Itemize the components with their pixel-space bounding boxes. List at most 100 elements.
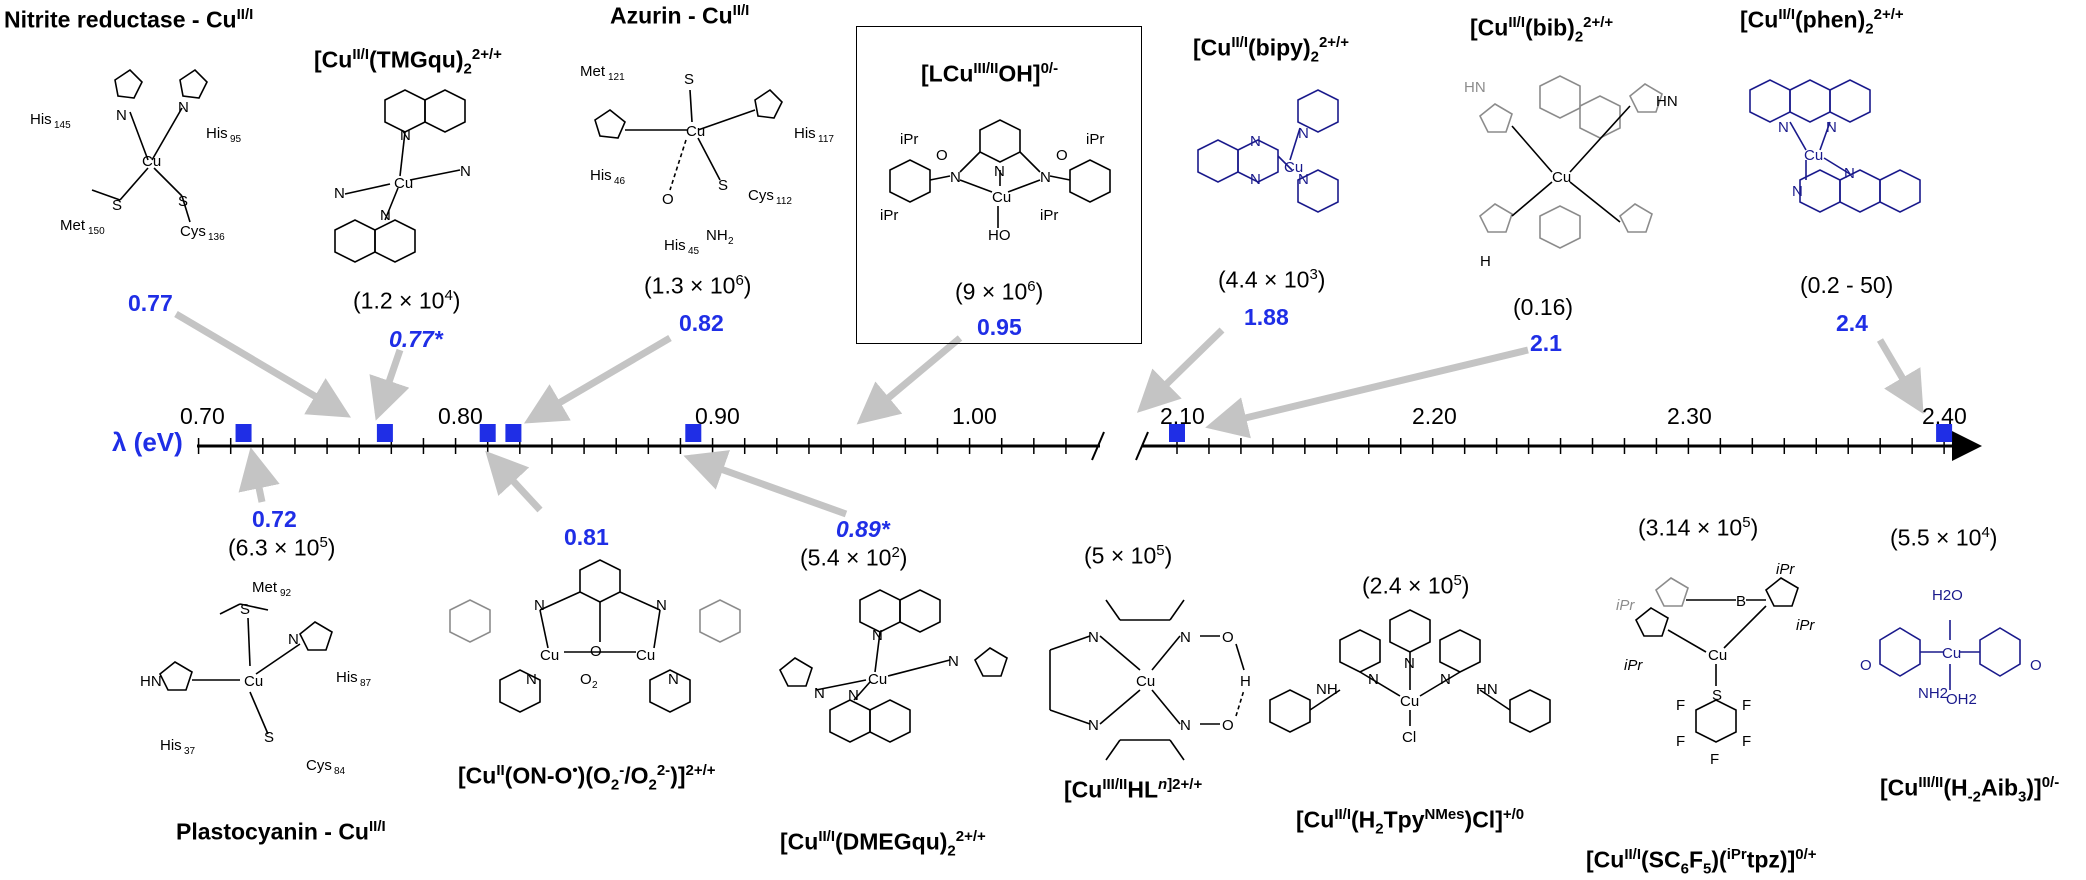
marker-0.82 xyxy=(505,424,522,442)
svg-text:His: His xyxy=(336,669,358,686)
svg-text:HN: HN xyxy=(1464,79,1486,96)
svg-text:Cu: Cu xyxy=(686,123,705,140)
svg-text:His: His xyxy=(590,167,612,184)
svg-text:N: N xyxy=(1180,629,1191,646)
svg-text:NH: NH xyxy=(706,227,728,244)
rate-tpy: (2.4 × 105) xyxy=(1362,572,1470,599)
svg-text:Cu: Cu xyxy=(1708,647,1727,664)
svg-text:N: N xyxy=(1180,717,1191,734)
svg-text:Cu: Cu xyxy=(868,671,887,688)
marker-2.1 xyxy=(1169,424,1185,442)
svg-text:H2O: H2O xyxy=(1932,587,1963,604)
svg-text:145: 145 xyxy=(54,120,71,131)
svg-text:O: O xyxy=(590,643,602,660)
lambda-lcuoh: 0.95 xyxy=(977,314,1022,340)
svg-text:84: 84 xyxy=(334,766,346,777)
svg-text:S: S xyxy=(112,197,122,214)
svg-text:F: F xyxy=(1742,733,1751,750)
tick-label-2.30: 2.30 xyxy=(1667,403,1712,429)
svg-text:N: N xyxy=(1298,171,1309,188)
arrow-nir xyxy=(174,310,352,418)
svg-text:F: F xyxy=(1676,733,1685,750)
arrow-phen xyxy=(1876,338,1924,415)
title-phen: [CuII/I(phen)22+/+ xyxy=(1740,6,1904,38)
rate-bipy: (4.4 × 103) xyxy=(1218,266,1326,293)
svg-text:N: N xyxy=(1792,183,1803,200)
svg-text:Met: Met xyxy=(252,579,278,596)
rate-bib: (0.16) xyxy=(1513,294,1574,320)
rate-lcuoh: (9 × 106) xyxy=(955,278,1044,305)
svg-text:OH2: OH2 xyxy=(1946,691,1977,708)
tick-label-0.80: 0.80 xyxy=(438,403,483,429)
axis-symbol: λ (eV) xyxy=(112,427,183,457)
tick-label-1.00: 1.00 xyxy=(952,403,997,429)
title-bipy: [CuII/I(bipy)22+/+ xyxy=(1193,34,1349,66)
svg-text:112: 112 xyxy=(776,196,792,207)
arrow-lcuoh xyxy=(856,335,963,425)
arrow-bib xyxy=(1205,346,1529,439)
lambda-bipy: 1.88 xyxy=(1244,304,1289,330)
tick-label-2.40: 2.40 xyxy=(1922,403,1967,429)
title-nitrite-reductase: Nitrite reductase - CuII/I xyxy=(4,6,254,33)
svg-text:Cu: Cu xyxy=(1284,159,1303,176)
svg-text:H: H xyxy=(1480,253,1491,270)
svg-text:N: N xyxy=(1088,717,1099,734)
svg-text:Cu: Cu xyxy=(1400,693,1419,710)
svg-text:iPr: iPr xyxy=(1616,597,1635,614)
svg-text:37: 37 xyxy=(184,746,196,757)
svg-text:N: N xyxy=(994,163,1005,180)
title-bib: [CuII/I(bib)22+/+ xyxy=(1470,14,1614,46)
svg-text:S: S xyxy=(718,177,728,194)
rate-dmegqu: (5.4 × 102) xyxy=(800,544,908,571)
svg-text:N: N xyxy=(1298,125,1309,142)
lambda-tmgqu: 0.77* xyxy=(389,326,443,352)
svg-text:46: 46 xyxy=(614,176,626,187)
svg-text:N: N xyxy=(668,671,679,688)
svg-text:Cu: Cu xyxy=(142,153,161,170)
svg-text:N: N xyxy=(380,207,391,224)
svg-text:iPr: iPr xyxy=(1086,131,1104,148)
rate-aib: (5.5 × 104) xyxy=(1890,524,1998,551)
svg-text:Cu: Cu xyxy=(636,647,655,664)
svg-text:iPr: iPr xyxy=(1776,561,1795,578)
svg-text:N: N xyxy=(848,687,859,704)
lambda-markers xyxy=(235,424,1953,442)
svg-text:Cu: Cu xyxy=(540,647,559,664)
axis-break-left xyxy=(1091,431,1105,461)
svg-text:2: 2 xyxy=(728,236,734,247)
pointer-arrows xyxy=(174,310,1924,518)
svg-text:N: N xyxy=(334,185,345,202)
svg-text:N: N xyxy=(1778,119,1789,136)
svg-text:F: F xyxy=(1710,751,1719,768)
svg-text:iPr: iPr xyxy=(880,207,898,224)
svg-text:S: S xyxy=(240,601,250,618)
axis-break-right xyxy=(1135,431,1149,461)
svg-text:iPr: iPr xyxy=(1624,657,1643,674)
svg-text:N: N xyxy=(1088,629,1099,646)
svg-text:N: N xyxy=(526,671,537,688)
svg-text:HN: HN xyxy=(1476,681,1498,698)
svg-text:His: His xyxy=(664,237,686,254)
svg-text:N: N xyxy=(1440,671,1451,688)
tick-label-0.90: 0.90 xyxy=(695,403,740,429)
svg-text:O: O xyxy=(936,147,948,164)
svg-text:87: 87 xyxy=(360,678,372,689)
svg-text:iPr: iPr xyxy=(1796,617,1815,634)
svg-text:45: 45 xyxy=(688,246,700,257)
title-dmegqu: [CuII/I(DMEGqu)22+/+ xyxy=(780,828,986,860)
svg-text:117: 117 xyxy=(818,134,834,145)
svg-text:B: B xyxy=(1736,593,1746,610)
svg-text:HN: HN xyxy=(140,673,162,690)
svg-text:Met: Met xyxy=(580,63,606,80)
svg-text:Cu: Cu xyxy=(1136,673,1155,690)
svg-text:95: 95 xyxy=(230,134,242,145)
svg-text:Cu: Cu xyxy=(1804,147,1823,164)
rate-azurin: (1.3 × 106) xyxy=(644,272,752,299)
